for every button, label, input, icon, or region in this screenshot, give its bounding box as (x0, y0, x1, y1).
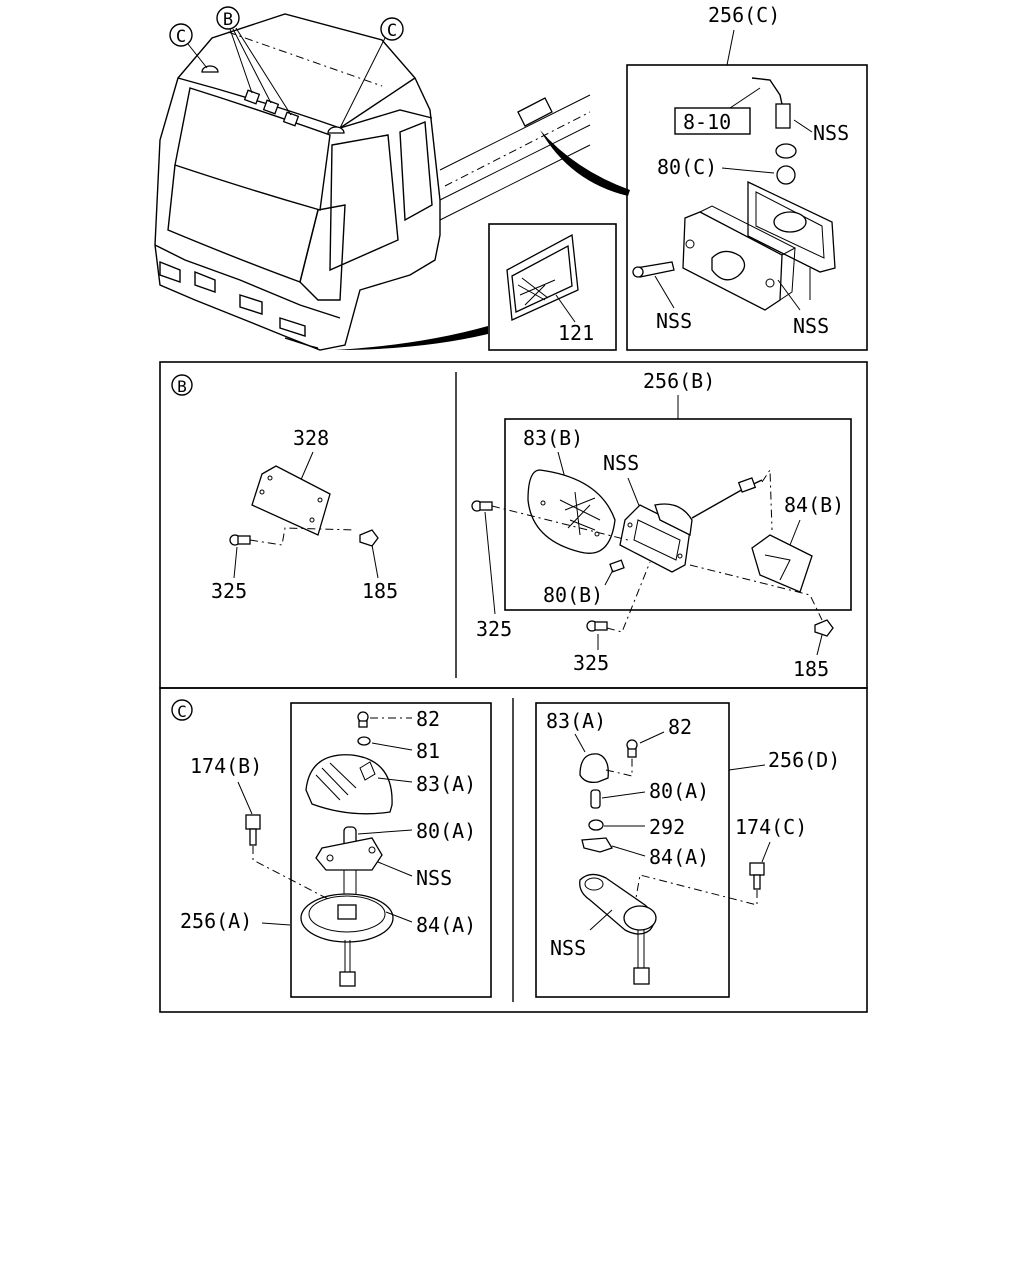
label-80b: 80(B) (543, 583, 603, 607)
label-256d: 256(D) (768, 748, 840, 772)
label-nss-2: NSS (656, 309, 692, 333)
reflector-box: 121 (488, 223, 617, 351)
label-256b: 256(B) (643, 369, 715, 393)
label-185-b: 185 (793, 657, 829, 681)
box-256c: 256(C) 8-10 NSS 80(C) NSS NSS (626, 3, 868, 351)
section-b: B (159, 361, 868, 689)
label-83a-right: 83(A) (546, 709, 606, 733)
svg-text:B: B (223, 10, 233, 30)
callout-b-top: B (216, 6, 292, 116)
label-328: 328 (293, 426, 329, 450)
label-84a-left: 84(A) (416, 913, 476, 937)
label-80a-right: 80(A) (649, 779, 709, 803)
label-292: 292 (649, 815, 685, 839)
label-80c: 80(C) (657, 155, 717, 179)
reflector-label: 121 (558, 321, 594, 345)
callout-c-top-left: C (169, 23, 208, 69)
svg-text:C: C (387, 21, 397, 41)
svg-text:C: C (177, 702, 187, 721)
label-83a-left: 83(A) (416, 772, 476, 796)
label-nss-3: NSS (793, 314, 829, 338)
label-256c: 256(C) (708, 3, 780, 27)
label-325-left: 325 (211, 579, 247, 603)
label-84b: 84(B) (784, 493, 844, 517)
label-nss-c-right: NSS (550, 936, 586, 960)
label-84a-right: 84(A) (649, 845, 709, 869)
section-c-right: 83(A) 82 256(D) 80(A) 292 84(A) 174(C) (535, 702, 840, 998)
section-b-left: 328 325 185 (211, 426, 398, 603)
label-nss-1: NSS (813, 121, 849, 145)
label-174b: 174(B) (190, 754, 262, 778)
callout-c-top-right: C (339, 17, 404, 129)
truck-cab-illustration (154, 13, 630, 351)
label-174c: 174(C) (735, 815, 807, 839)
section-b-right: 256(B) 83(B) NSS 84(B) 80(B) (471, 369, 852, 681)
ref-8-10: 8-10 (683, 110, 731, 134)
section-c-left: 82 81 83(A) 80(A) NSS 84(A) 174(B) (180, 702, 492, 998)
section-c: C (159, 687, 868, 1013)
label-82-left: 82 (416, 707, 440, 731)
label-185-left: 185 (362, 579, 398, 603)
label-nss-b: NSS (603, 451, 639, 475)
label-83b: 83(B) (523, 426, 583, 450)
svg-text:B: B (177, 377, 187, 396)
label-81: 81 (416, 739, 440, 763)
label-325-b2: 325 (573, 651, 609, 675)
label-80a-left: 80(A) (416, 819, 476, 843)
label-nss-c: NSS (416, 866, 452, 890)
label-325-b1: 325 (476, 617, 512, 641)
label-256a: 256(A) (180, 909, 252, 933)
label-82-right: 82 (668, 715, 692, 739)
svg-text:C: C (176, 27, 186, 47)
